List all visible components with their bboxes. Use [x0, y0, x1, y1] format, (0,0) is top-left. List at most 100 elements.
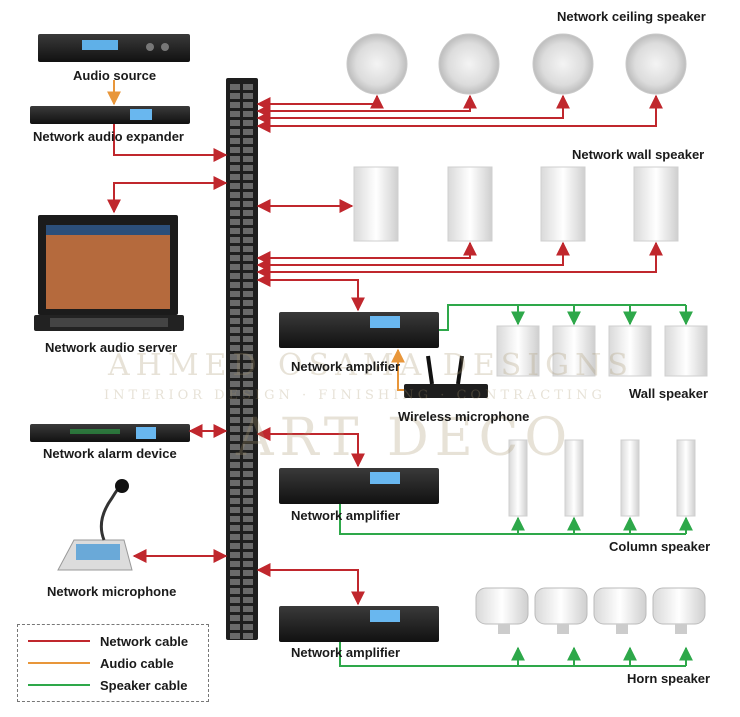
switch-port: [230, 138, 240, 144]
switch-port: [230, 570, 240, 576]
switch-port: [243, 111, 253, 117]
switch-port: [243, 228, 253, 234]
switch-port: [243, 489, 253, 495]
label-wall-speaker: Wall speaker: [629, 386, 709, 401]
label-network-amplifier-2: Network amplifier: [291, 508, 401, 523]
switch-port: [230, 147, 240, 153]
switch-port: [230, 615, 240, 621]
switch-port: [243, 354, 253, 360]
switch-port: [230, 156, 240, 162]
switch-port: [230, 273, 240, 279]
legend: Network cable Audio cable Speaker cable: [17, 624, 209, 702]
audio-cables: [107, 80, 405, 391]
switch-port: [230, 111, 240, 117]
switch-port: [230, 345, 240, 351]
switch-port: [243, 633, 253, 639]
switch-port: [230, 300, 240, 306]
switch-port: [230, 606, 240, 612]
switch-port: [243, 606, 253, 612]
switch-port: [230, 444, 240, 450]
switch-port: [243, 372, 253, 378]
switch-port: [243, 390, 253, 396]
switch-port: [230, 552, 240, 558]
switch-port: [243, 165, 253, 171]
switch-port: [230, 453, 240, 459]
switch-port: [243, 327, 253, 333]
switch-port: [230, 165, 240, 171]
switch-port: [230, 120, 240, 126]
label-audio-source: Audio source: [73, 68, 157, 83]
switch-port: [230, 228, 240, 234]
switch-port: [230, 462, 240, 468]
horn-speakers: [475, 587, 706, 634]
label-network-audio-server: Network audio server: [45, 340, 178, 355]
switch-port: [230, 93, 240, 99]
network-amplifier-units: [279, 312, 439, 642]
switch-port: [230, 129, 240, 135]
switch-port: [243, 210, 253, 216]
switch-port: [243, 399, 253, 405]
switch-port: [243, 264, 253, 270]
network-wall-speakers: [353, 166, 679, 242]
switch-port: [243, 498, 253, 504]
switch-port: [243, 219, 253, 225]
network-alarm-device-unit: [30, 424, 190, 442]
switch-port: [243, 624, 253, 630]
switch-port: [243, 462, 253, 468]
switch-port: [243, 534, 253, 540]
switch-port: [243, 237, 253, 243]
switch-port: [243, 174, 253, 180]
switch-port: [243, 363, 253, 369]
legend-item-network-cable: Network cable: [28, 632, 188, 650]
network-cables: [107, 94, 663, 606]
switch-port: [230, 480, 240, 486]
switch-port: [243, 345, 253, 351]
switch-port: [230, 399, 240, 405]
column-speakers: [508, 439, 696, 517]
switch-port: [243, 516, 253, 522]
switch-port: [243, 129, 253, 135]
switch-port: [243, 507, 253, 513]
label-network-microphone: Network microphone: [47, 584, 177, 599]
legend-swatch-network: [28, 640, 90, 642]
legend-swatch-speaker: [28, 684, 90, 686]
switch-port: [230, 237, 240, 243]
switch-port: [243, 588, 253, 594]
label-column-speaker: Column speaker: [609, 539, 711, 554]
label-network-wall-speaker: Network wall speaker: [572, 147, 705, 162]
switch-port: [230, 174, 240, 180]
switch-port: [243, 102, 253, 108]
switch-port: [230, 588, 240, 594]
switch-port: [243, 570, 253, 576]
network-audio-expander-device: [30, 106, 190, 124]
switch-port: [243, 417, 253, 423]
switch-port: [230, 219, 240, 225]
switch-port: [243, 273, 253, 279]
switch-port: [230, 471, 240, 477]
switch-port: [230, 363, 240, 369]
switch-port: [230, 291, 240, 297]
legend-item-audio-cable: Audio cable: [28, 654, 174, 672]
label-network-audio-expander: Network audio expander: [33, 129, 184, 144]
switch-port: [230, 489, 240, 495]
switch-port: [243, 183, 253, 189]
switch-port: [243, 291, 253, 297]
switch-port: [243, 579, 253, 585]
switch-port: [243, 156, 253, 162]
switch-port: [230, 336, 240, 342]
switch-port: [230, 498, 240, 504]
switch-port: [230, 192, 240, 198]
switch-port: [230, 435, 240, 441]
switch-port: [243, 552, 253, 558]
switch-port: [243, 381, 253, 387]
switch-port: [243, 318, 253, 324]
switch-port: [230, 624, 240, 630]
label-network-amplifier-3: Network amplifier: [291, 645, 401, 660]
switch-port: [230, 210, 240, 216]
label-network-ceiling-speaker: Network ceiling speaker: [557, 9, 706, 24]
switch-port: [230, 579, 240, 585]
legend-label: Speaker cable: [100, 677, 188, 693]
network-switch: [226, 78, 258, 640]
